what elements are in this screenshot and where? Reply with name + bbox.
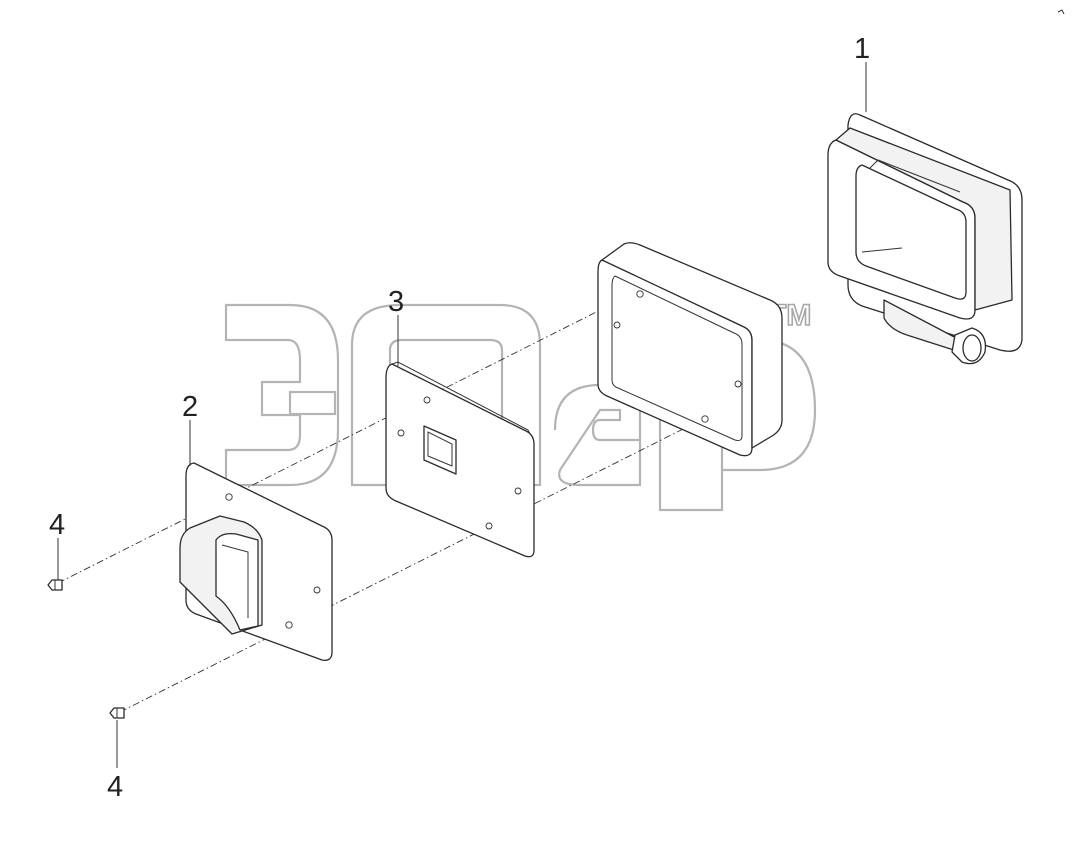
part-2-cover-plate <box>179 462 333 661</box>
callout-2: 2 <box>182 391 198 423</box>
corner-mark <box>1057 9 1065 15</box>
part-4-screw-upper <box>47 579 63 591</box>
callout-4-lower: 4 <box>107 771 123 803</box>
callout-1: 1 <box>854 33 870 65</box>
assembly-axis-lines <box>57 289 706 713</box>
box-housing <box>597 242 783 457</box>
part-4-screw-lower <box>109 707 125 719</box>
callout-labels: 1 3 2 4 4 <box>49 33 870 803</box>
callout-4-upper: 4 <box>49 509 65 541</box>
part-3-gasket <box>385 361 535 558</box>
callout-3: 3 <box>388 286 404 318</box>
leader-lines <box>57 62 867 768</box>
part-1-frame <box>827 113 1023 365</box>
